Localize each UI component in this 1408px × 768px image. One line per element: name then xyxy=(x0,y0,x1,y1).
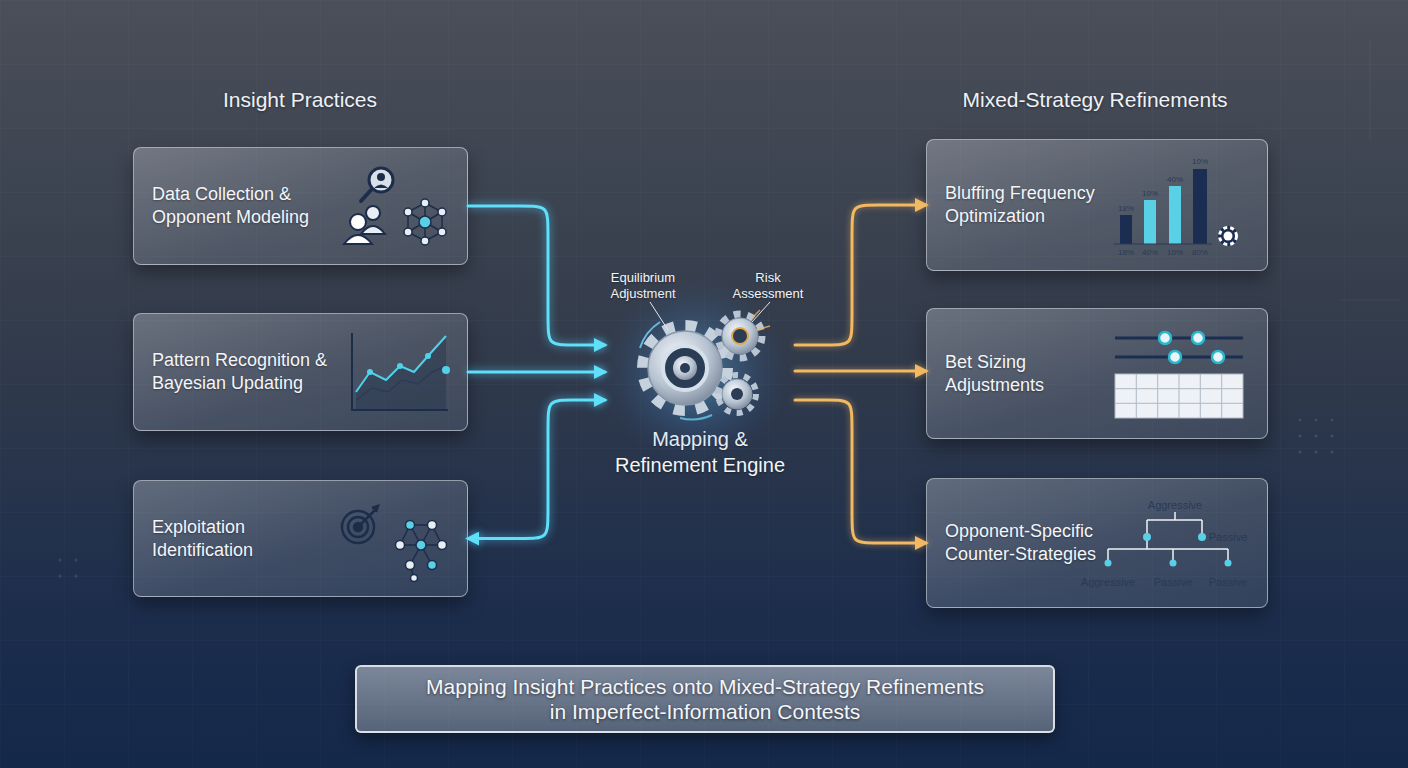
tree-label: Passive xyxy=(1154,576,1193,588)
bar-value: 10% xyxy=(1192,157,1208,166)
connector-arrow xyxy=(468,371,605,374)
bar-chart xyxy=(1114,169,1212,244)
connector-arrow xyxy=(795,205,926,345)
process-box: Pattern Recognition & Bayesian Updating xyxy=(133,313,468,431)
box-label: Bet Sizing Adjustments xyxy=(945,351,1065,397)
box-label: Pattern Recognition & Bayesian Updating xyxy=(152,349,347,395)
caption-box: Mapping Insight Practices onto Mixed-Str… xyxy=(355,665,1055,733)
box-label: Opponent-Specific Counter-Strategies xyxy=(945,520,1115,566)
bar-value: 18% xyxy=(1118,248,1134,257)
gear-cluster xyxy=(600,277,790,467)
column-heading: Mixed-Strategy Refinements xyxy=(963,88,1228,112)
caption-text: Mapping Insight Practices onto Mixed-Str… xyxy=(420,674,990,724)
engine-label: Risk Assessment xyxy=(723,270,813,302)
box-label: Bluffing Frequency Optimization xyxy=(945,182,1115,228)
process-box: Exploitation Identification xyxy=(133,480,468,597)
bar-value: 80% xyxy=(1192,248,1208,257)
engine-hub: Equilibrium AdjustmentRisk AssessmentMap… xyxy=(605,262,795,480)
connector-arrow xyxy=(468,206,605,345)
engine-label: Mapping & Refinement Engine xyxy=(607,426,793,478)
tree-label: Aggressive xyxy=(1148,499,1202,511)
box-label: Data Collection & Opponent Modeling xyxy=(152,183,327,229)
connector-arrow xyxy=(795,400,926,543)
network-icon xyxy=(396,521,447,582)
connector-arrow xyxy=(795,370,926,373)
strategy-tree xyxy=(1105,512,1232,567)
search-people-icon xyxy=(344,168,393,244)
box-label: Exploitation Identification xyxy=(152,516,292,562)
bar-value: 40% xyxy=(1142,248,1158,257)
bar-value: 18% xyxy=(1118,204,1134,213)
engine-label: Equilibrium Adjustment xyxy=(598,270,688,302)
connector-arrow xyxy=(468,400,605,539)
process-box: Bet Sizing Adjustments xyxy=(926,308,1268,439)
network-icon xyxy=(404,199,446,245)
tree-label: Aggressive xyxy=(1081,576,1135,588)
process-box: Data Collection & Opponent Modeling xyxy=(133,147,468,265)
bar-value: 10% xyxy=(1142,189,1158,198)
slider-controls xyxy=(1115,332,1243,363)
line-chart-icon xyxy=(352,333,450,410)
process-box: Bluffing Frequency Optimization xyxy=(926,139,1268,271)
sizing-grid xyxy=(1115,374,1243,418)
target-icon xyxy=(342,506,378,543)
poker-chip xyxy=(1218,226,1238,246)
leader-line xyxy=(650,302,770,330)
tree-label: Passive xyxy=(1209,576,1248,588)
bar-value: 10% xyxy=(1167,248,1183,257)
process-box: Opponent-Specific Counter-Strategies xyxy=(926,478,1268,608)
tree-label: Passive xyxy=(1209,531,1248,543)
bar-value: 40% xyxy=(1167,175,1183,184)
column-heading: Insight Practices xyxy=(223,88,377,112)
